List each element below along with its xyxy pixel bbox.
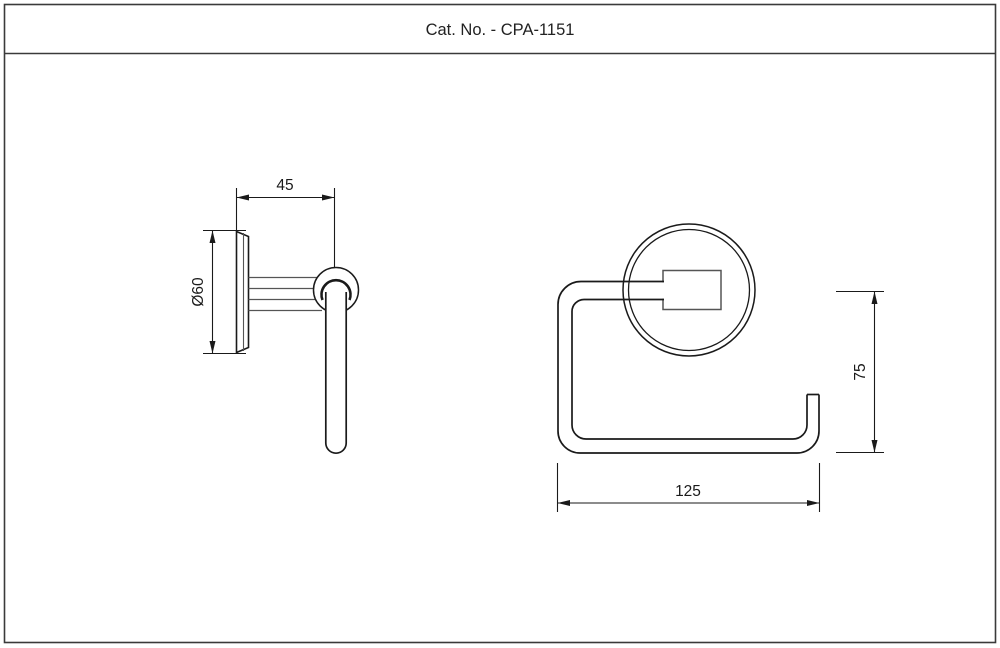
front-view-group: 75 125	[556, 223, 884, 512]
dim-45-arrow-left	[236, 194, 249, 201]
dimension-75: 75	[836, 290, 884, 454]
side-view-arm	[248, 276, 322, 312]
dimension-45: 45	[235, 177, 336, 290]
mounting-boss-rectangle	[662, 269, 722, 311]
bar-to-boss-bridge	[640, 280, 664, 301]
side-view-flange-plate	[235, 230, 250, 354]
sheet-border	[3, 3, 997, 644]
flange-plate-outline	[235, 230, 250, 354]
front-view-flange	[622, 223, 756, 357]
dim-125-arrow-left	[557, 500, 570, 506]
dim-125-label: 125	[675, 483, 701, 500]
paper-bar-inner-path	[571, 298, 808, 440]
dim-dia60-label: Ø60	[190, 277, 207, 307]
dim-dia60-arrow-top	[209, 230, 216, 243]
side-view-group: 45 Ø60	[190, 177, 360, 454]
dim-75-arrow-top	[871, 291, 878, 304]
dim-45-arrow-right	[322, 194, 335, 201]
dim-125-arrow-right	[807, 500, 820, 506]
dim-45-label: 45	[276, 177, 293, 194]
dimension-125: 125	[556, 463, 821, 512]
ring-vertical-tube	[324, 292, 348, 454]
side-view-ring-end	[312, 266, 360, 454]
ring-inner-arc	[320, 278, 352, 301]
flange-inner-circle	[627, 228, 751, 352]
dimension-dia-60: Ø60	[190, 229, 246, 355]
dim-75-arrow-bottom	[871, 440, 878, 453]
flange-outer-circle	[622, 223, 756, 357]
paper-bar-outer-path	[557, 280, 820, 454]
catalog-number-title: Cat. No. - CPA-1151	[426, 21, 575, 39]
dim-75-label: 75	[852, 363, 869, 380]
dim-dia60-arrow-bottom	[209, 341, 216, 354]
paper-bar-profile	[557, 280, 820, 454]
bar-bridge-fill	[640, 282, 664, 299]
